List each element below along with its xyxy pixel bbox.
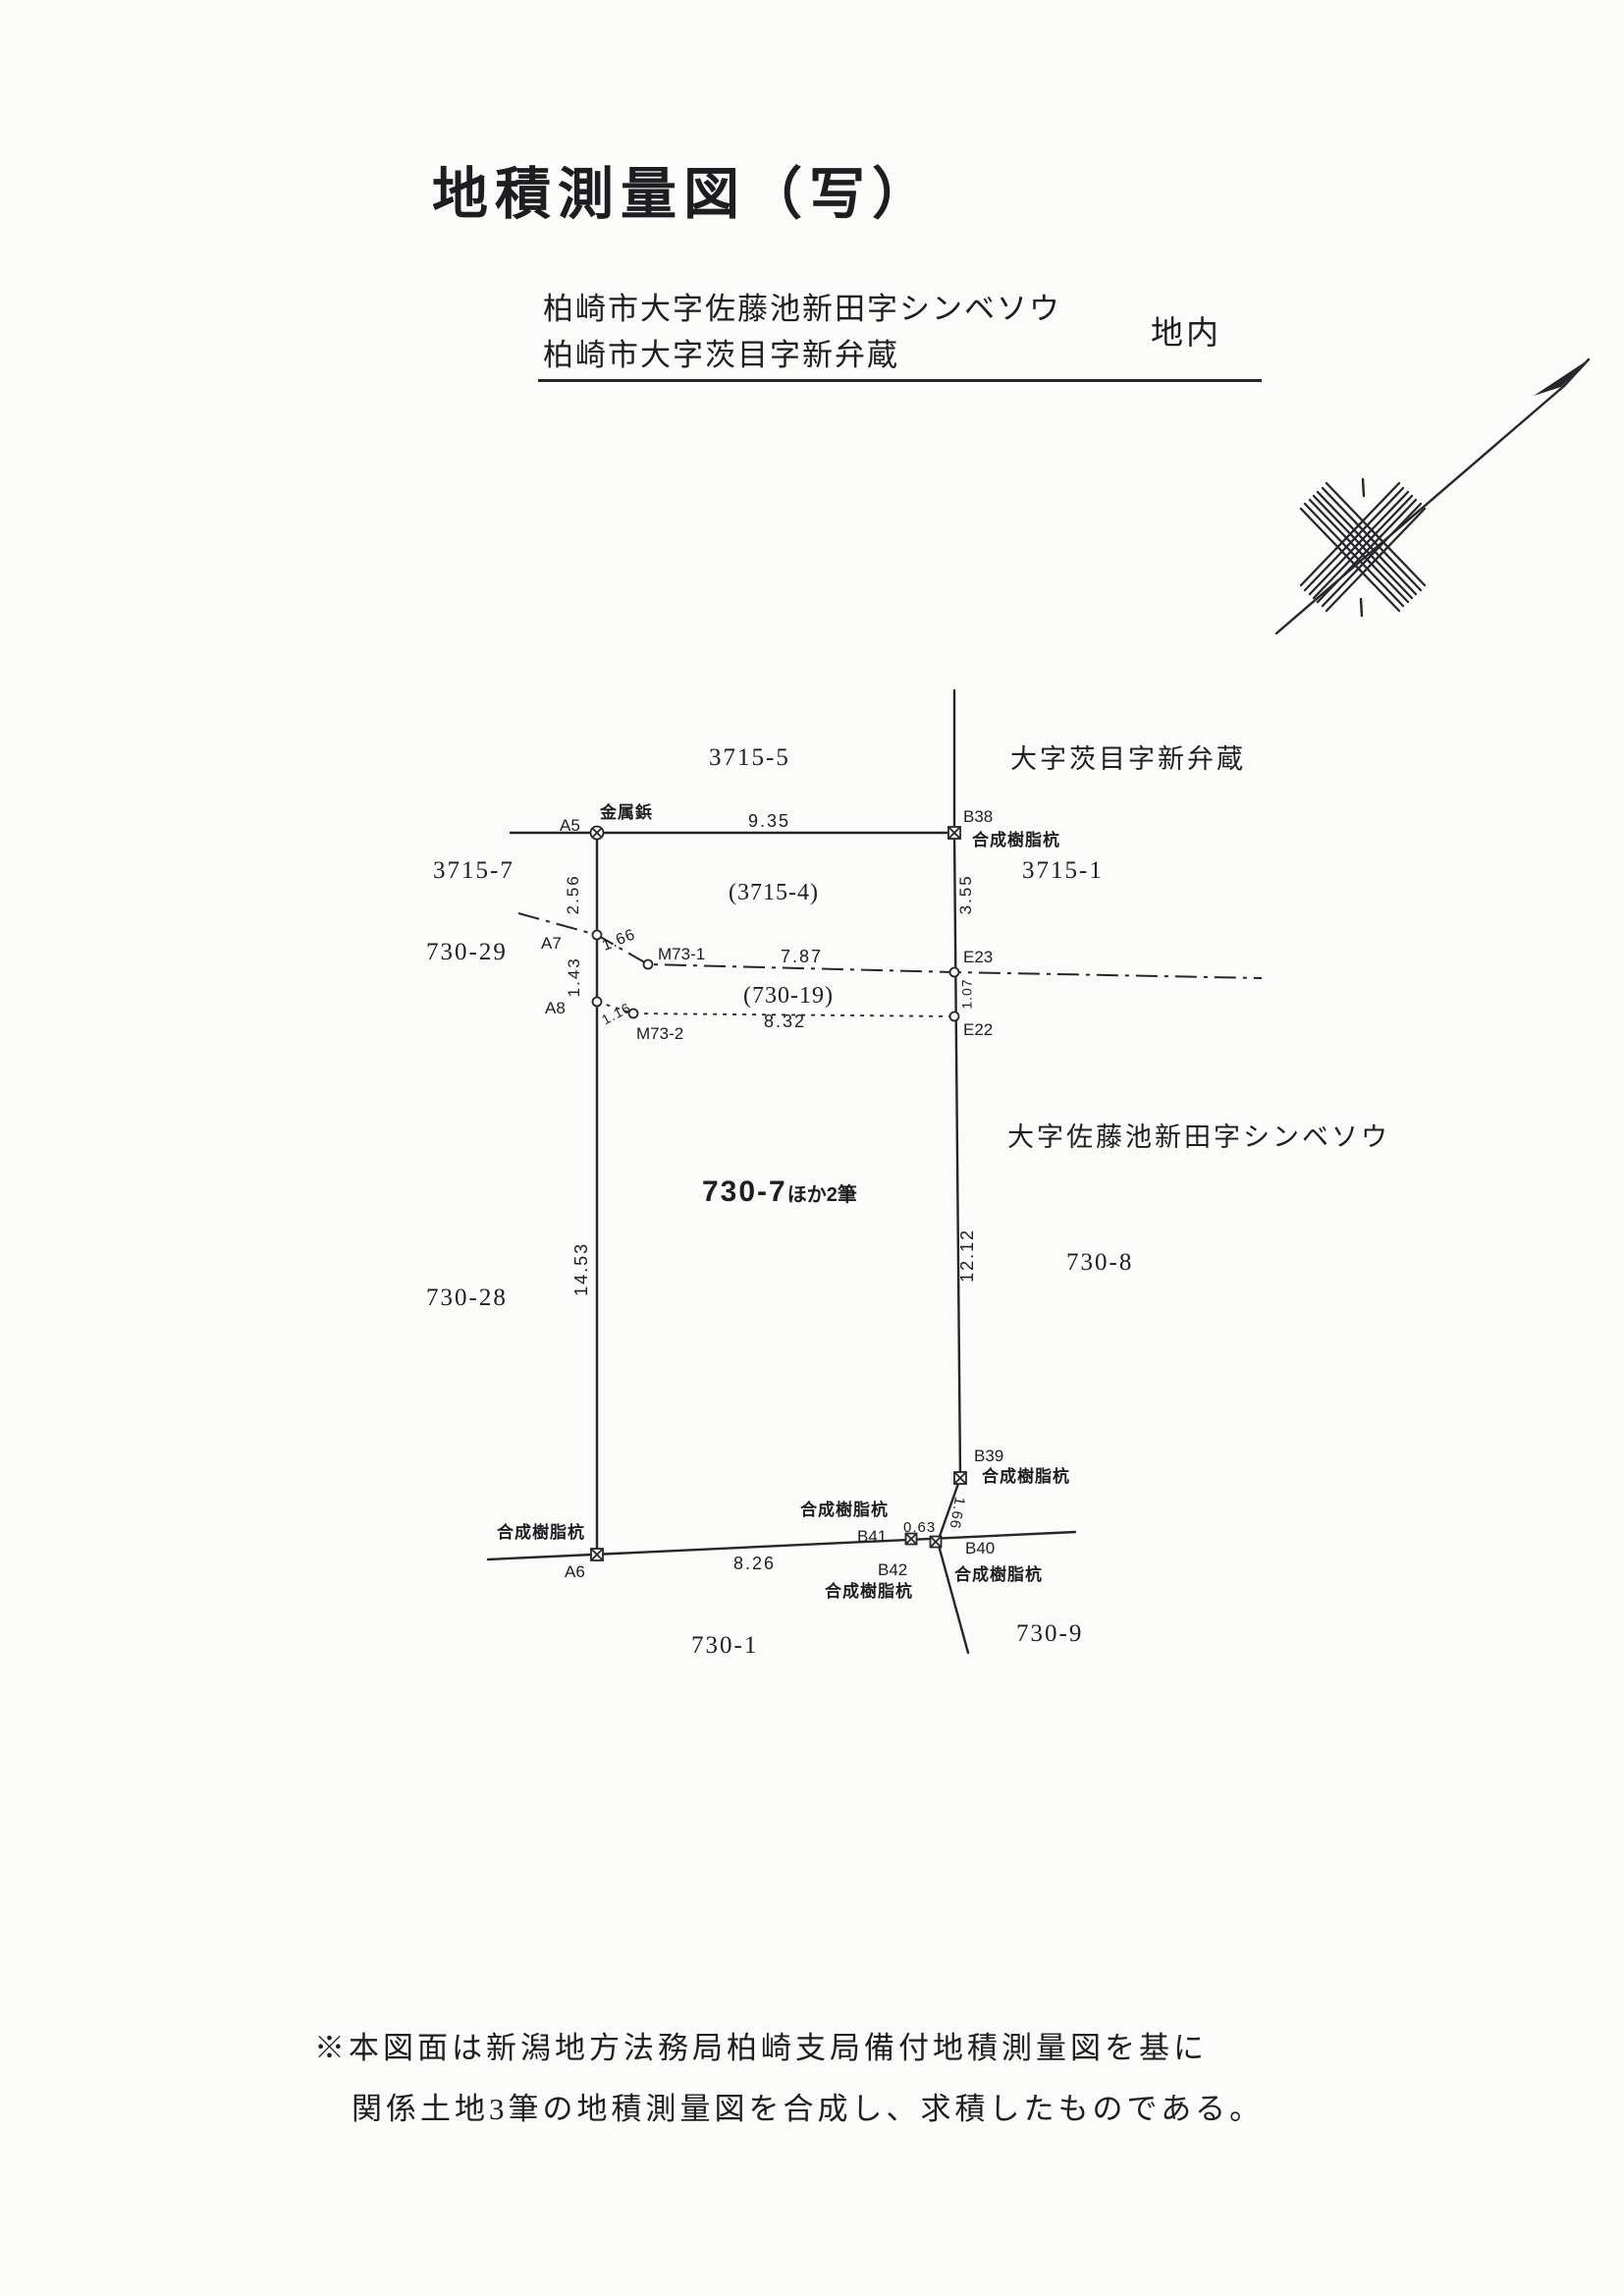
marker-a5	[589, 825, 605, 841]
marker-m73-1	[642, 958, 654, 970]
measure-b38-e23: 3.55	[955, 874, 975, 915]
marker-e23	[948, 966, 960, 978]
parcel-label-3715-4: (3715-4)	[729, 880, 819, 905]
hatch-band-2	[1299, 481, 1427, 613]
point-label-b41: B41	[857, 1527, 888, 1546]
parcel-label-730-7: 730-7ほか2筆	[702, 1175, 857, 1210]
parcel-730-7-suffix: ほか2筆	[786, 1184, 857, 1206]
marker-e22	[948, 1011, 960, 1022]
address-line-2: 柏崎市大字茨目字新弁蔵	[543, 338, 899, 372]
point-label-a5: A5	[560, 816, 580, 835]
parcel-label-730-9: 730-9	[1016, 1620, 1084, 1647]
page-title: 地積測量図（写）	[432, 163, 935, 226]
measure-m73-2-e22: 8.32	[764, 1011, 807, 1031]
parcel-boundary-lines	[486, 688, 1077, 1655]
measure-b41-b40: 0.63	[903, 1519, 937, 1536]
point-type-b40: 合成樹脂杭	[954, 1565, 1043, 1584]
aza-dashdot-line	[517, 912, 1263, 979]
marker-b38	[947, 826, 961, 840]
parcel-label-730-1: 730-1	[691, 1632, 759, 1659]
b39-b40-line	[936, 1476, 962, 1544]
point-type-b39: 合成樹脂杭	[982, 1467, 1070, 1486]
point-label-a7: A7	[541, 934, 562, 953]
parcel-label-730-8: 730-8	[1066, 1249, 1134, 1276]
parcel-label-3715-1: 3715-1	[1022, 857, 1104, 884]
marker-a6	[590, 1548, 604, 1561]
measure-e23-e22: 1.07	[958, 978, 975, 1010]
inner-dotted-line	[596, 1001, 955, 1017]
marker-b39	[953, 1471, 967, 1485]
point-label-e22: E22	[963, 1020, 994, 1039]
measure-a6-b41: 8.26	[733, 1554, 777, 1573]
point-type-b41: 合成樹脂杭	[800, 1501, 889, 1519]
measure-a7-a8: 1.43	[564, 957, 583, 998]
point-type-b38: 合成樹脂杭	[972, 831, 1060, 849]
b40-south-line	[936, 1540, 970, 1655]
point-label-e23: E23	[963, 948, 994, 966]
point-type-b42: 合成樹脂杭	[825, 1582, 913, 1601]
right-boundary-line	[952, 831, 962, 1480]
marker-b40	[929, 1535, 943, 1549]
footer-note-line-2: 関係土地3筆の地積測量図を合成し、求積したものである。	[352, 2092, 1265, 2126]
marker-m73-2	[627, 1008, 639, 1019]
parcel-730-7-number: 730-7	[702, 1175, 787, 1208]
measure-a8-a6: 14.53	[571, 1241, 592, 1296]
point-type-a5: 金属鋲	[600, 803, 653, 822]
survey-point-markers	[589, 825, 967, 1561]
region-label-satoike: 大字佐藤池新田字シンベソウ	[1007, 1122, 1390, 1152]
point-label-m73-1: M73-1	[658, 945, 706, 963]
measure-m73-1-e23: 7.87	[781, 947, 824, 966]
north-arrow-head	[1534, 359, 1589, 396]
point-label-b40: B40	[965, 1539, 996, 1558]
parcel-label-730-29: 730-29	[426, 939, 508, 965]
address-line-1: 柏崎市大字佐藤池新田字シンベソウ	[543, 292, 1061, 326]
address-suffix: 地内	[1151, 316, 1221, 352]
point-label-a6: A6	[565, 1562, 585, 1581]
point-label-b42: B42	[878, 1560, 908, 1579]
bottom-boundary-line	[486, 1530, 1077, 1561]
region-label-ibarame: 大字茨目字新弁蔵	[1010, 744, 1246, 774]
north-arrow	[1274, 357, 1591, 635]
point-label-m73-2: M73-2	[636, 1024, 684, 1043]
point-type-a6: 合成樹脂杭	[497, 1523, 585, 1542]
parcel-label-730-19: (730-19)	[743, 983, 834, 1009]
marker-a8	[591, 996, 603, 1008]
footer-note-line-1: ※本図面は新潟地方法務局柏崎支局備付地積測量図を基に	[314, 2031, 1208, 2065]
marker-b41	[904, 1532, 918, 1546]
parcel-label-730-28: 730-28	[426, 1285, 508, 1311]
measure-a5-b38: 9.35	[748, 811, 791, 831]
point-label-b38: B38	[963, 807, 994, 826]
parcel-label-3715-5: 3715-5	[709, 744, 790, 771]
address-underline	[538, 379, 1262, 382]
measure-e22-b39: 12.12	[957, 1228, 978, 1283]
measure-a5-a7: 2.56	[563, 874, 582, 915]
marker-a7	[591, 929, 603, 941]
point-label-b39: B39	[974, 1447, 1004, 1465]
parcel-label-3715-7: 3715-7	[433, 857, 514, 884]
north-arrow-shaft	[1274, 384, 1566, 635]
point-label-a8: A8	[545, 999, 566, 1017]
